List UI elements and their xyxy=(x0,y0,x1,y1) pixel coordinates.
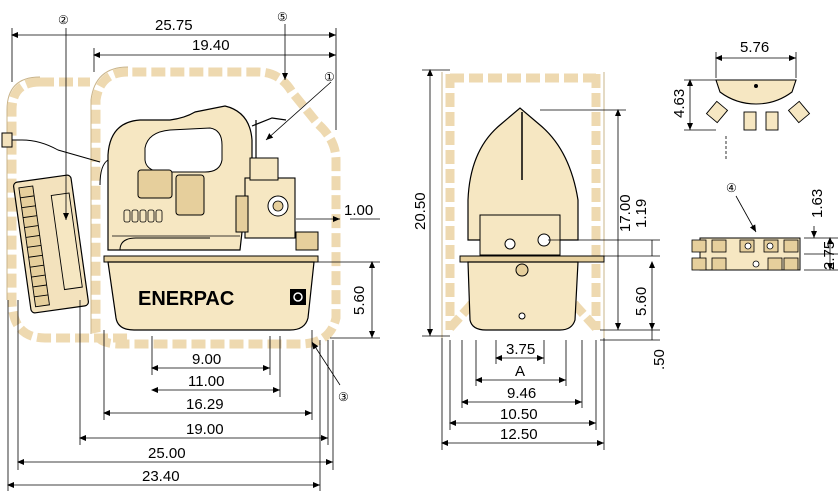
manifold-top-view: 5.76 4.63 xyxy=(671,39,811,160)
dim-19-40: 19.40 xyxy=(192,37,230,54)
dim-19-00: 19.00 xyxy=(186,421,224,438)
side-view: ENERPAC xyxy=(1,10,380,491)
manifold-side-view: ④ 1.63 2.75 xyxy=(691,181,838,271)
dim-12-50: 12.50 xyxy=(500,426,538,443)
dim-0-50: .50 xyxy=(651,349,668,370)
electrical-control-box xyxy=(1,132,101,314)
dim-25-00: 25.00 xyxy=(148,445,186,462)
callout-4: ④ xyxy=(726,181,737,195)
front-view-dimensions xyxy=(422,69,660,450)
dim-11-00: 11.00 xyxy=(188,373,224,390)
brand-logo-text: ENERPAC xyxy=(138,288,234,310)
pump-motor-housing xyxy=(99,105,253,251)
callout-3: ③ xyxy=(338,390,349,404)
brand-logo-icon xyxy=(290,289,306,305)
side-view-dimensions xyxy=(7,24,380,491)
dim-5-60-side: 5.60 xyxy=(351,286,368,315)
dim-23-40: 23.40 xyxy=(142,468,180,485)
dim-16-29: 16.29 xyxy=(186,396,224,413)
callout-1: ① xyxy=(324,70,335,84)
dim-5-76: 5.76 xyxy=(740,39,769,56)
dim-1-19: 1.19 xyxy=(633,199,650,228)
dim-10-50: 10.50 xyxy=(500,406,538,423)
dim-25-75: 25.75 xyxy=(155,17,193,34)
dim-9-00: 9.00 xyxy=(192,351,221,368)
dim-4-63: 4.63 xyxy=(671,89,688,118)
dim-A: A xyxy=(515,363,525,380)
callout-2: ② xyxy=(58,13,69,27)
dim-17-00: 17.00 xyxy=(617,194,634,232)
front-reservoir xyxy=(467,261,579,331)
front-view: 20.50 17.00 1.19 5.60 .50 3.75 A 9.46 10… xyxy=(412,69,668,450)
dim-1-63: 1.63 xyxy=(809,189,826,218)
front-housing xyxy=(467,107,579,241)
valve-assembly xyxy=(235,117,319,251)
roll-cage-rear xyxy=(7,77,130,343)
dim-9-46: 9.46 xyxy=(507,385,536,402)
dim-5-60-front: 5.60 xyxy=(633,287,650,316)
dim-1-00: 1.00 xyxy=(344,202,373,219)
dim-3-75: 3.75 xyxy=(506,341,535,358)
roll-cage-front xyxy=(91,67,341,349)
reservoir-tank: ENERPAC xyxy=(103,237,319,331)
dim-20-50: 20.50 xyxy=(412,192,429,230)
callout-5: ⑤ xyxy=(277,10,288,24)
dim-2-75: 2.75 xyxy=(821,241,838,270)
